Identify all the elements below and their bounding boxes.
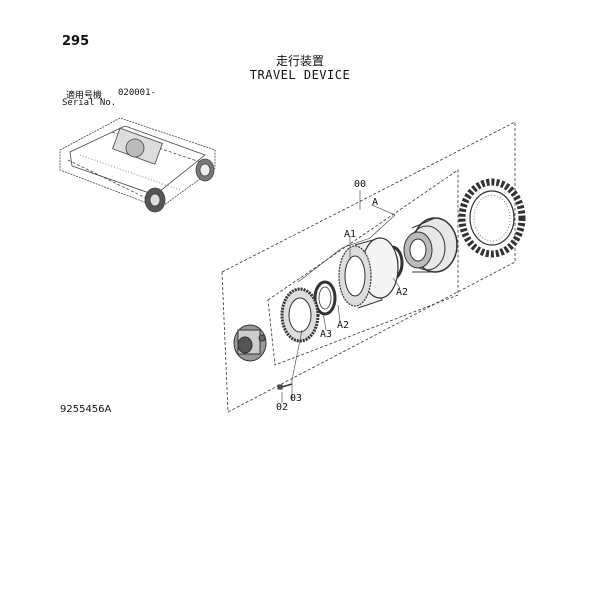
undercarriage-illustration: [59, 117, 216, 213]
main-drum-illustration: [338, 237, 399, 309]
callout-03: 03: [290, 393, 302, 404]
title-japanese: 走行装置: [275, 54, 324, 68]
page-number: 295: [62, 34, 90, 49]
hub-housing-illustration: [403, 217, 458, 273]
end-flange-illustration: [280, 287, 320, 343]
leader-lines: [281, 190, 401, 403]
callout-a2-lower: A2: [337, 320, 349, 331]
drawing-number: 9255456A: [60, 404, 112, 415]
serial-label-english: Serial No.: [62, 98, 117, 108]
callout-a2-upper: A2: [396, 287, 408, 298]
serial-label-japanese: 適用号機: [66, 91, 103, 101]
callout-a: A: [372, 197, 378, 208]
title-english: TRAVEL DEVICE: [249, 68, 351, 82]
serial-value: 020001-: [118, 88, 156, 98]
callout-02: 02: [276, 402, 288, 413]
callout-a1: A1: [344, 229, 356, 240]
group-a-boundary: [267, 169, 459, 366]
sprocket-illustration: [458, 178, 526, 258]
bolt-illustration: [277, 383, 293, 390]
travel-motor-illustration: [233, 324, 267, 362]
callout-00: 00: [354, 179, 366, 190]
callout-a3: A3: [320, 329, 332, 340]
